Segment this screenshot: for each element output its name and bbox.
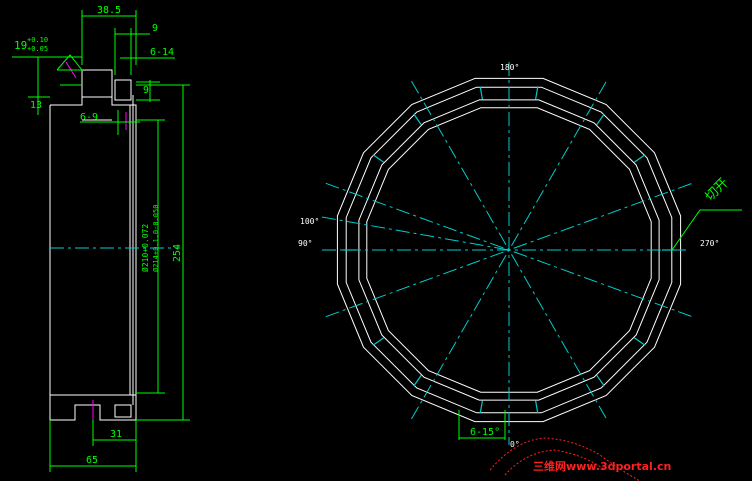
dim-bottom-width: 65 [86,455,98,466]
section-bottom-outline [49,395,137,421]
ring-slot-mark-8 [535,400,539,414]
ring-slot-mark-2 [479,86,483,100]
ring-slot-mark-1 [535,86,539,100]
dim-inner-slot: 6-9 [80,112,98,123]
section-body-outline [49,69,137,396]
angle-right-label: 270° [700,239,719,248]
ring-polygon-4 [366,107,652,393]
ring-slot-mark-12 [413,113,422,126]
section-top-slot [114,79,132,101]
dim-left-height: 13 [30,100,42,111]
ring-slot-mark-11 [596,113,605,126]
ring-polygon-1 [336,77,682,423]
slot-note-label: 6-15° [470,427,500,438]
section-view [49,61,180,425]
section-dimensions [12,10,190,472]
ring-polygon-2 [345,86,673,414]
watermark: 三维网www.3dportal.cn [489,437,671,481]
cut-note-label: 切开 [703,175,732,204]
dim-top-right-b: 6-14 [150,47,174,58]
ring-view [321,62,693,445]
cut-note-leader [671,209,742,251]
dim-top-width: 38.5 [97,5,121,16]
dim-tol-upper: +0.10 [27,36,48,44]
ring-radial-100 [321,216,510,251]
dim-inner-diameter: Ø210+0.072 [140,224,150,272]
dim-inner-diameter-b: Ø214+0.1.0-0.050 [152,205,160,272]
dim-top-right-a: 9 [152,23,158,34]
ring-slot-mark-5 [372,337,385,346]
dim-tol-base: 19 [14,39,27,52]
angle-left-b-label: 90° [298,239,312,248]
ring-polygon-3 [358,99,660,401]
ring-slot-mark-7 [479,400,483,414]
dim-overall-height: 254 [172,244,183,262]
ring-slot-mark-14 [596,374,605,387]
angle-left-a-label: 100° [300,217,319,226]
dim-small-right: 9 [143,85,149,96]
angle-top-label: 180° [500,63,519,72]
angle-bottom-label: 0° [510,440,520,449]
ring-slot-mark-6 [633,337,646,346]
dim-tol-lower: +0.05 [27,45,48,53]
section-bottom-slot [114,404,132,418]
ring-slot-mark-3 [633,154,646,163]
watermark-text: 三维网www.3dportal.cn [533,459,671,473]
ring-slot-mark-4 [372,154,385,163]
ring-slot-mark-13 [413,374,422,387]
ring-centerline-diag-d [411,80,607,420]
dim-bottom-slot: 31 [110,429,122,440]
